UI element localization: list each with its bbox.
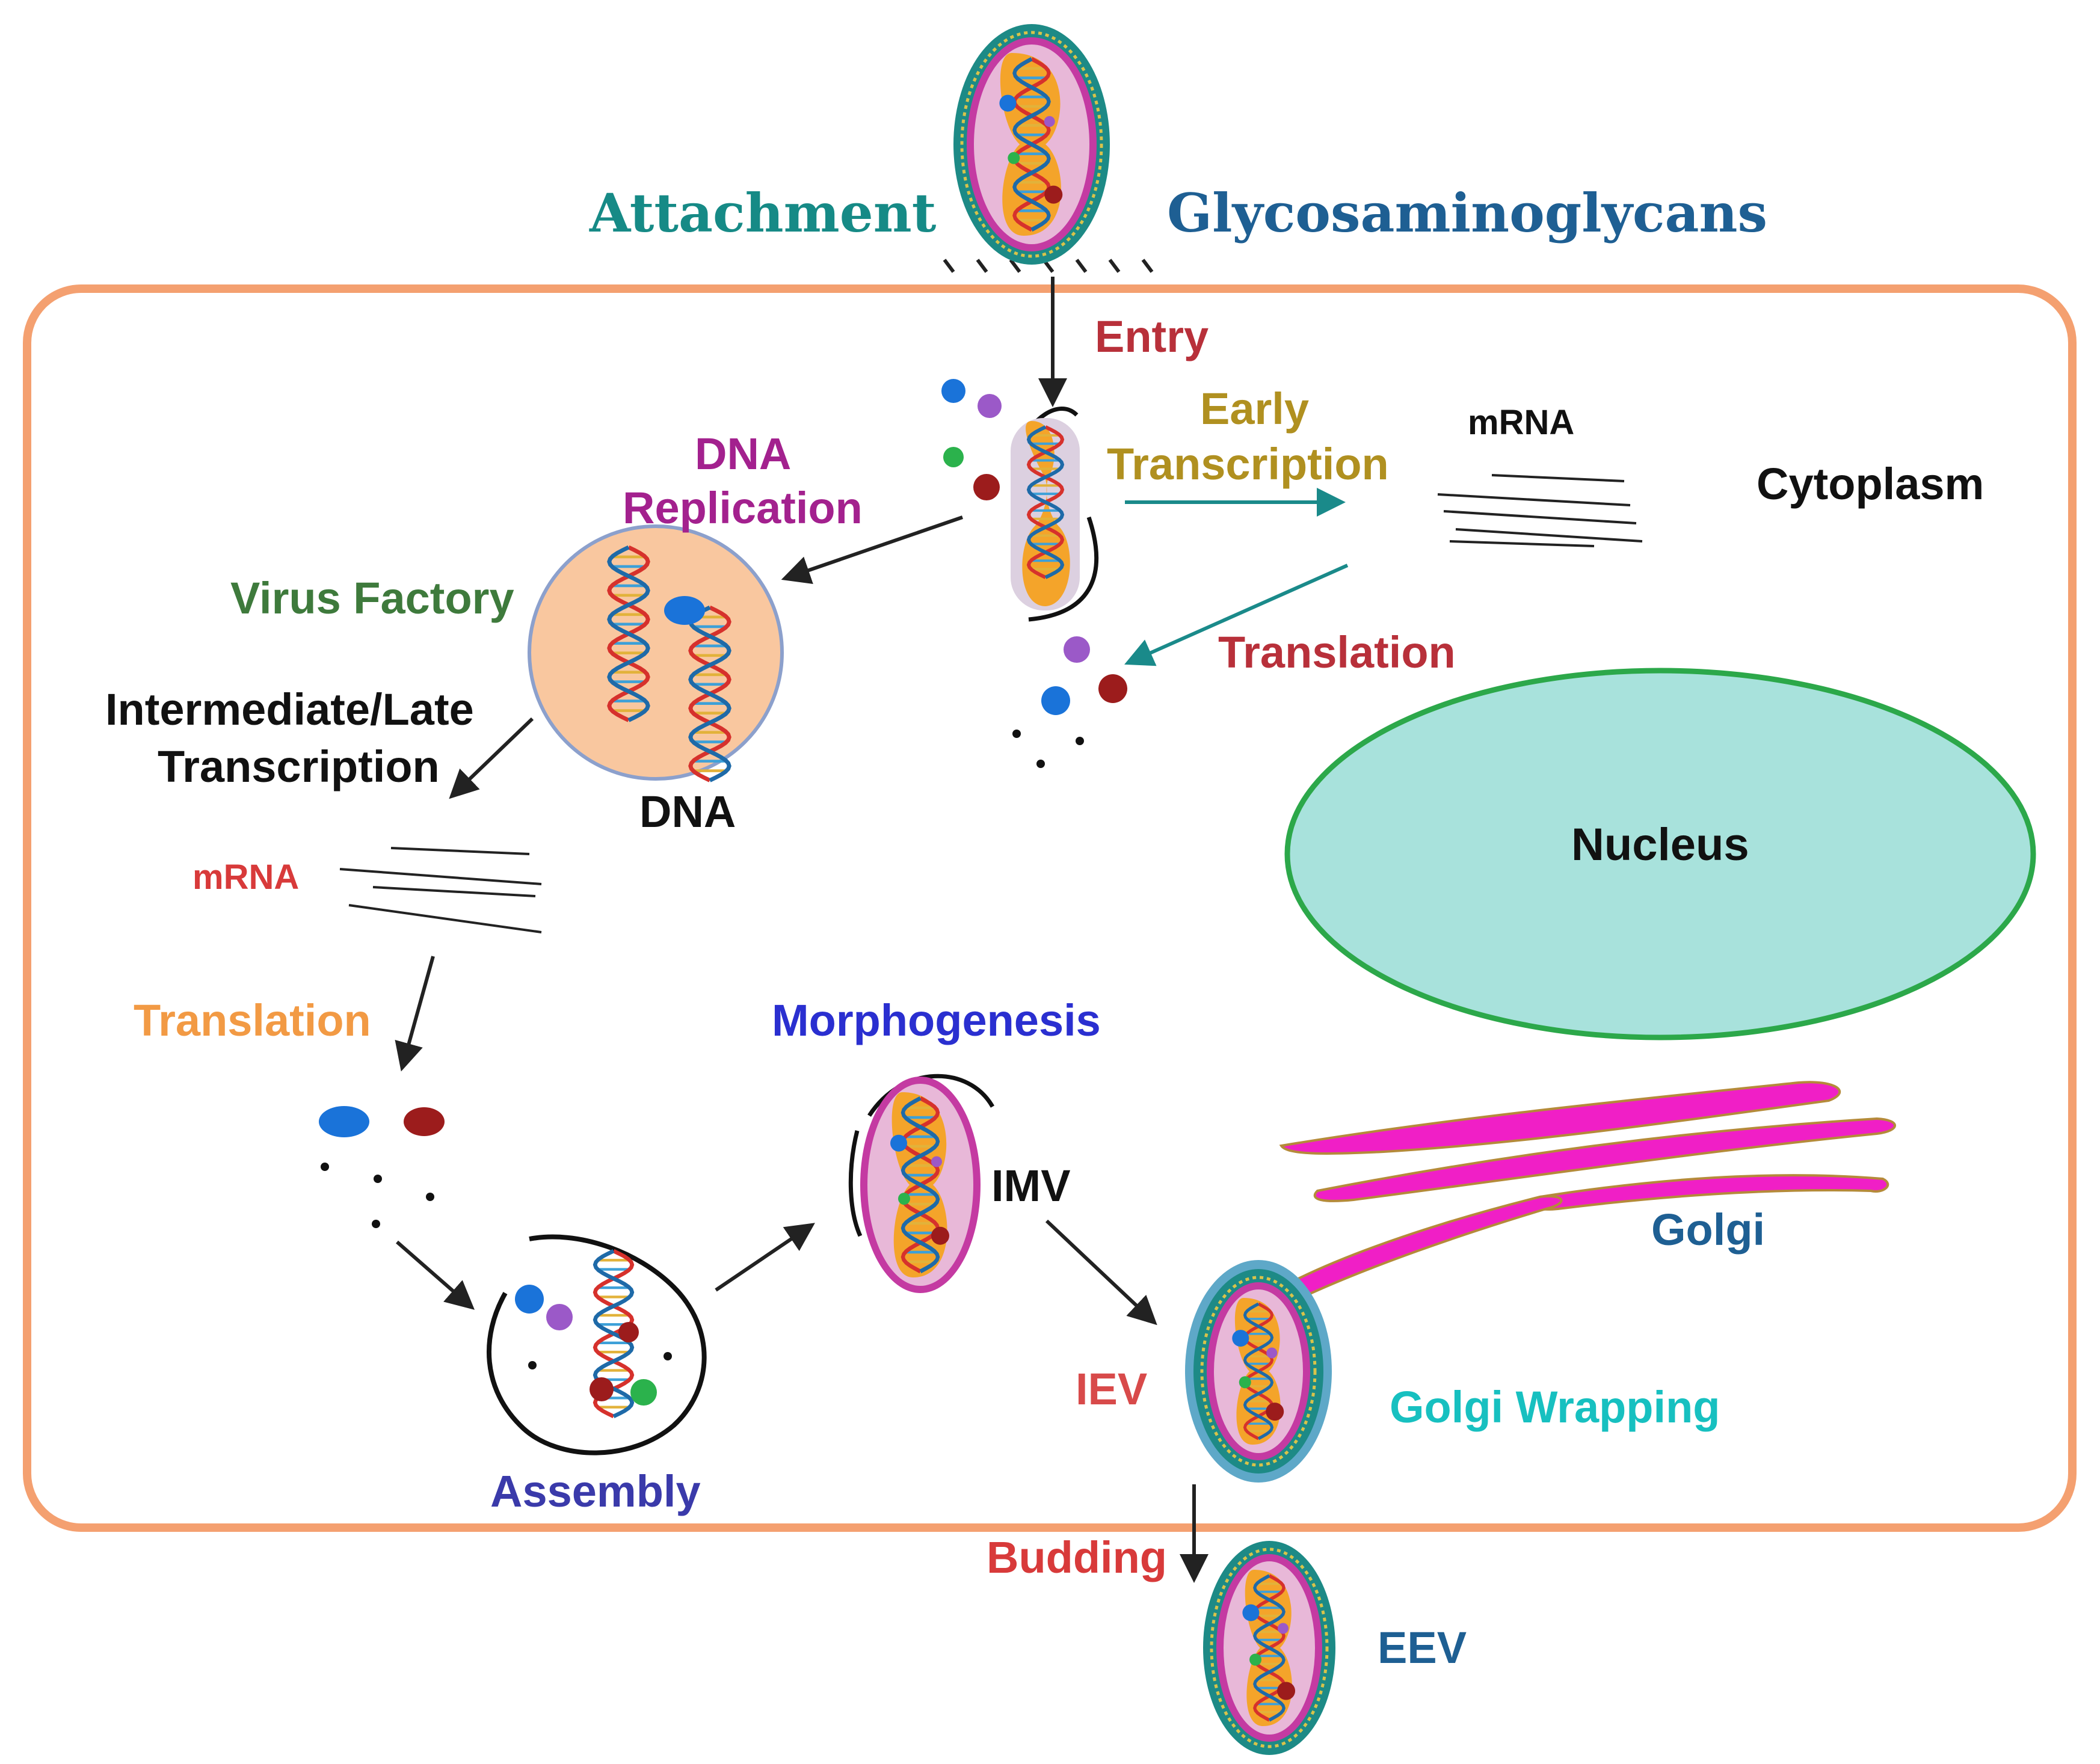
label-early-transcription: Transcription (1107, 439, 1389, 489)
label-mrna-top: mRNA (1468, 403, 1574, 442)
label-glycosaminoglycans: Glycosaminoglycans (1167, 182, 1767, 244)
mrna-strands-left (339, 847, 542, 933)
translated-proteins-top (1012, 636, 1127, 768)
intermediate-transcription-arrow (449, 717, 534, 799)
translation-top-arrow (1124, 564, 1349, 666)
label-imv: IMV (991, 1161, 1071, 1211)
to-iev-arrow (1045, 1219, 1157, 1326)
label-attachment: Attachment (589, 182, 937, 244)
nucleus (1284, 668, 2036, 1040)
label-dna: DNA (639, 787, 736, 837)
label-nucleus: Nucleus (1571, 819, 1749, 870)
virion-attachment (953, 24, 1110, 265)
label-budding: Budding (987, 1532, 1167, 1582)
label-intermediate-1: Intermediate/Late (105, 684, 474, 734)
label-translation-left: Translation (134, 995, 371, 1045)
iev-virion (1193, 1269, 1323, 1474)
dna-replication-arrow (781, 515, 963, 584)
label-golgi-wrapping: Golgi Wrapping (1390, 1382, 1720, 1432)
entry-proteins (941, 379, 1002, 500)
label-iev: IEV (1076, 1364, 1147, 1414)
label-dna-replication-2: Replication (623, 483, 863, 533)
to-assembly-arrow (396, 1240, 475, 1310)
label-virus-factory: Virus Factory (230, 573, 514, 623)
label-assembly: Assembly (490, 1466, 701, 1516)
mrna-strands-top (1437, 474, 1643, 547)
golgi-apparatus (1279, 1081, 1896, 1299)
label-eev: EEV (1378, 1623, 1467, 1673)
cell-membrane (23, 284, 2077, 1532)
eev-virion (1203, 1541, 1335, 1755)
label-mrna-left: mRNA (192, 858, 299, 897)
label-dna-replication-1: DNA (695, 429, 791, 479)
label-morphogenesis: Morphogenesis (772, 995, 1101, 1045)
translated-proteins-left (319, 1106, 445, 1228)
imv-particle (848, 1074, 995, 1293)
label-translation-top: Translation (1218, 627, 1456, 677)
assembly-complex (487, 1234, 707, 1455)
entry-core (1011, 407, 1098, 622)
translation-left-arrow (395, 956, 435, 1072)
label-golgi: Golgi (1651, 1205, 1765, 1255)
label-early: Early (1200, 384, 1309, 434)
virus-factory (528, 524, 784, 782)
label-entry: Entry (1095, 312, 1209, 361)
label-intermediate-2: Transcription (158, 742, 440, 791)
to-morphogenesis-arrow (715, 1223, 815, 1292)
label-cytoplasm: Cytoplasm (1757, 459, 1984, 509)
